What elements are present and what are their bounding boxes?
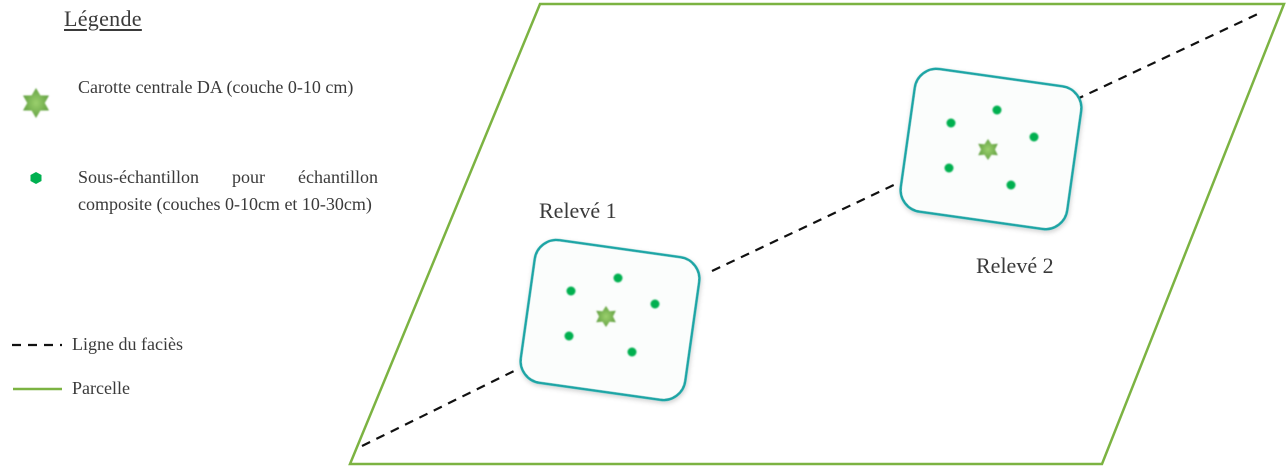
legend-parcel-label: Parcelle <box>72 378 130 398</box>
legend-core-label: Carotte centrale DA (couche 0-10 cm) <box>78 77 354 97</box>
subsample-dot <box>650 299 660 309</box>
subsample-dot <box>1029 132 1039 142</box>
subsample-dot <box>946 118 956 128</box>
parcel-outline <box>348 2 1286 466</box>
facies-line-segment <box>711 182 899 272</box>
subsample-dot <box>613 273 623 283</box>
subsample-dot <box>627 347 637 357</box>
legend-facies-label: Ligne du faciès <box>72 334 183 354</box>
releve-1-subsamples <box>564 273 660 357</box>
legend-star-icon <box>23 88 49 118</box>
subsample-dot <box>944 163 954 173</box>
facies-line-segment <box>1074 11 1263 101</box>
subsample-dot <box>992 105 1002 115</box>
releve-2-subsamples <box>944 105 1039 190</box>
subsample-dot <box>564 331 574 341</box>
facies-line-segment <box>361 369 517 447</box>
legend-title: Légende <box>64 6 142 31</box>
subsample-dot <box>1006 180 1016 190</box>
legend-subsample-label: Sous-échantillon pour échantillon compos… <box>78 167 378 214</box>
core-star-icon <box>596 306 616 327</box>
subsample-dot <box>566 286 576 296</box>
legend-dot-icon <box>30 172 42 184</box>
releve-2-label: Relevé 2 <box>976 253 1054 278</box>
core-star-icon <box>978 139 998 160</box>
releve-1-label: Relevé 1 <box>539 198 617 223</box>
